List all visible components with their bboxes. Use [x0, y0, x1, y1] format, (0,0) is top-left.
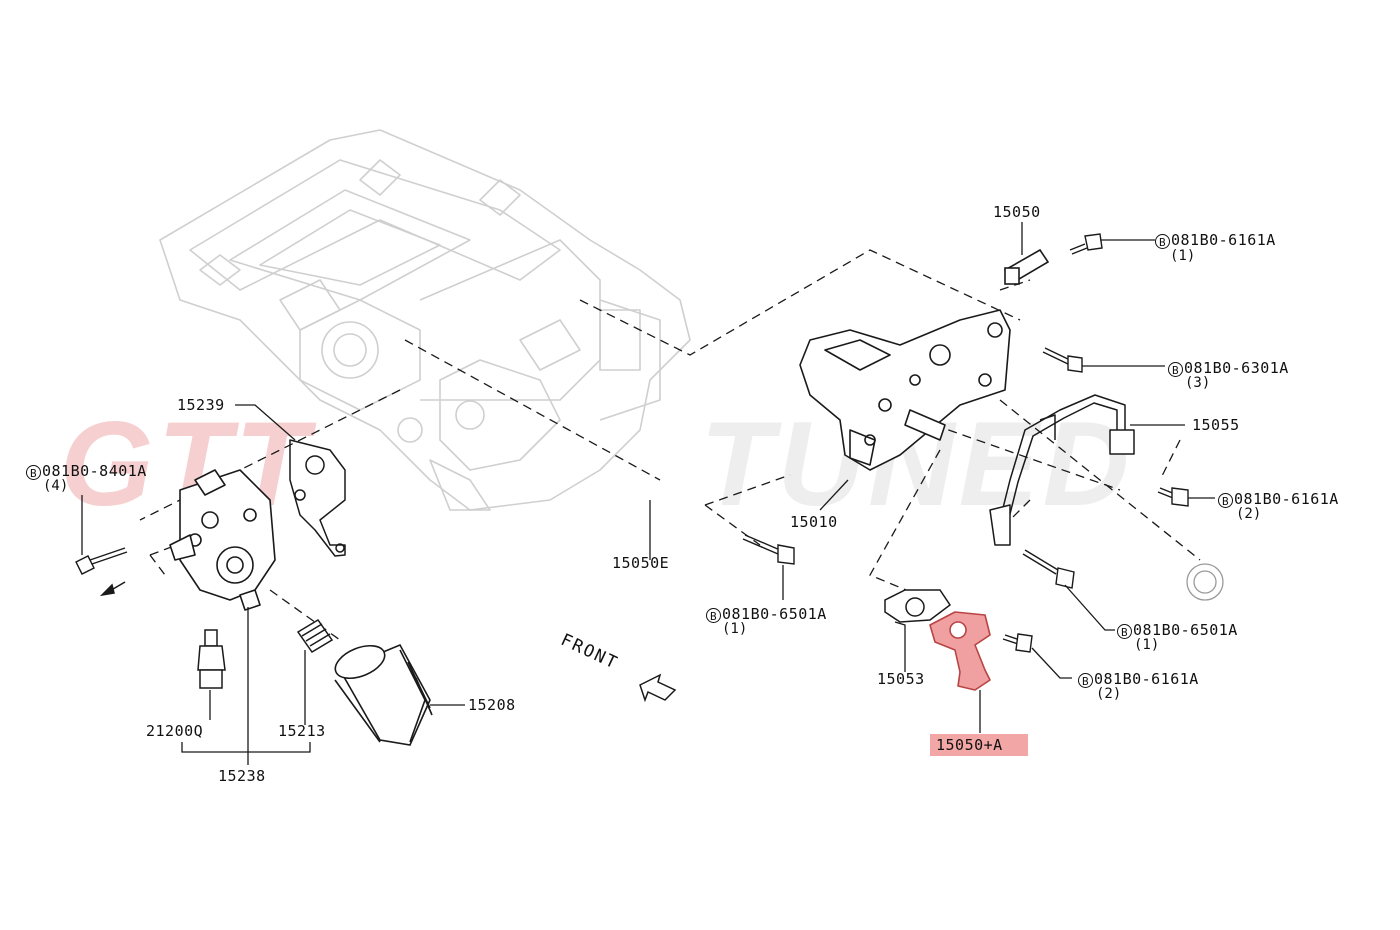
label-15010: 15010 [790, 513, 838, 531]
bolt-code: 081B0-6301A [1184, 359, 1289, 377]
bolt-qty: (4) [43, 478, 69, 494]
bolt-qty: (3) [1185, 375, 1211, 391]
left-arrow-icon [99, 581, 126, 597]
label-15050: 15050 [993, 203, 1041, 221]
bolt-code: 081B0-6161A [1234, 490, 1339, 508]
bolt-6501A-right [1022, 549, 1075, 589]
bolt-6161A-top [1069, 233, 1103, 255]
label-15050A-highlighted: 15050+A [936, 736, 1003, 754]
dashed-guides [139, 249, 1201, 641]
bolt-6301A [1042, 347, 1083, 373]
bolt-code: 081B0-6161A [1094, 670, 1199, 688]
oil-pressure-switch-21200Q [197, 629, 226, 689]
label-15053: 15053 [877, 670, 925, 688]
oil-pump-15010 [799, 309, 1011, 471]
b-mark-icon: B [1218, 493, 1233, 508]
label-15208: 15208 [468, 696, 516, 714]
bolt-8401A [75, 547, 128, 575]
engine-block-ghost [159, 129, 691, 511]
bolt-6161A-lower [1002, 633, 1033, 653]
label-21200Q: 21200Q [146, 722, 204, 740]
label-15213: 15213 [278, 722, 326, 740]
b-mark-icon: B [706, 608, 721, 623]
gasket-15239 [289, 439, 346, 557]
bolt-code: 081B0-6501A [1133, 621, 1238, 639]
bolt-code: 081B0-8401A [42, 462, 147, 480]
sprocket-ghost [1186, 563, 1224, 601]
gasket-15053 [884, 589, 952, 623]
bolt-code: 081B0-6501A [722, 605, 827, 623]
bolt-6501A-left [742, 534, 795, 565]
label-15239: 15239 [177, 396, 225, 414]
leader-lines [81, 222, 1215, 765]
highlight-label-box [930, 734, 1028, 756]
bolt-code: 081B0-6161A [1171, 231, 1276, 249]
b-mark-icon: B [1155, 234, 1170, 249]
b-mark-icon: B [26, 465, 41, 480]
b-mark-icon: B [1168, 362, 1183, 377]
relief-valve-15213 [296, 618, 334, 654]
bolt-qty: (2) [1096, 686, 1122, 702]
oil-pipe-15055 [989, 394, 1135, 546]
bolt-qty: (1) [722, 621, 748, 637]
b-mark-icon: B [1078, 673, 1093, 688]
oil-strainer-15050A-highlighted [929, 611, 991, 691]
bolt-qty: (1) [1134, 637, 1160, 653]
bolt-6161A-right [1157, 487, 1189, 507]
oil-filter-housing [169, 469, 276, 611]
front-arrow-icon [639, 673, 677, 703]
tube-15050 [1003, 248, 1050, 285]
label-15055: 15055 [1192, 416, 1240, 434]
bolt-qty: (2) [1236, 506, 1262, 522]
bolt-qty: (1) [1170, 248, 1196, 264]
label-15050E: 15050E [612, 554, 670, 572]
b-mark-icon: B [1117, 624, 1132, 639]
label-15238: 15238 [218, 767, 266, 785]
oil-filter-15208 [334, 643, 433, 746]
